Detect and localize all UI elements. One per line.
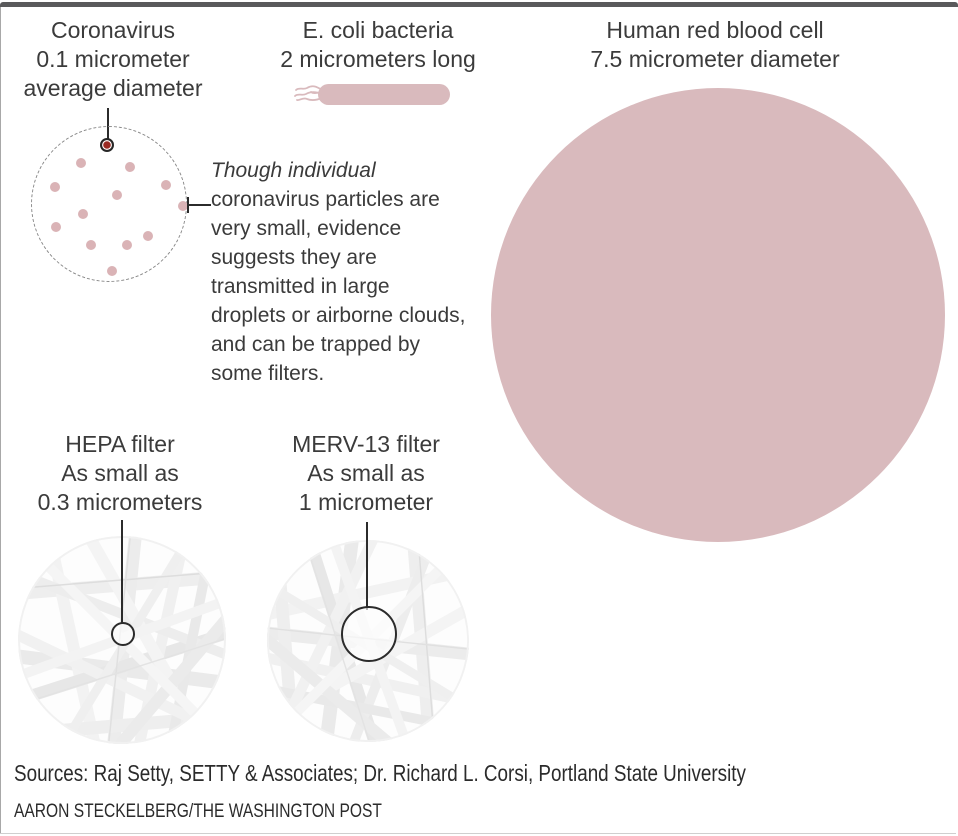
card-top-border (0, 2, 958, 7)
credit-line: AARON STECKELBERG/THE WASHINGTON POST (14, 801, 382, 822)
ecoli-title: E. coli bacteria 2 micrometers long (258, 16, 498, 74)
coronavirus-title-line: 0.1 micrometer (36, 46, 190, 72)
hepa-pointer-line (121, 520, 123, 624)
merv-title-line: As small as (307, 460, 425, 486)
virus-particle-dot (125, 162, 135, 172)
annotation-connector-line (188, 204, 211, 206)
hepa-pore-size-circle (111, 622, 135, 646)
merv-pointer-line (366, 522, 368, 610)
hepa-title-line: 0.3 micrometers (37, 489, 203, 515)
merv-title-line: 1 micrometer (298, 489, 434, 515)
hepa-title: HEPA filter As small as 0.3 micrometers (10, 430, 230, 517)
merv-title-line: MERV-13 filter (292, 431, 440, 457)
annotation-line: and can be trapped by (211, 333, 420, 356)
rbc-title-line: 7.5 micrometer diameter (590, 46, 840, 72)
annotation-line: transmitted in large (211, 275, 390, 298)
ecoli-title-line: E. coli bacteria (302, 17, 454, 43)
coronavirus-title: Coronavirus 0.1 micrometer average diame… (3, 16, 223, 103)
annotation-line: droplets or airborne clouds, (211, 304, 466, 327)
coronavirus-title-line: Coronavirus (51, 17, 175, 43)
virus-particle-dot (76, 158, 86, 168)
virus-particle-dot (143, 231, 153, 241)
virus-particle-dot (86, 240, 96, 250)
card-left-border (0, 7, 1, 833)
virus-particle-dot (178, 201, 188, 211)
coronavirus-pointer-line (107, 108, 109, 141)
annotation-lead: Though individual (211, 159, 376, 182)
rbc-title-line: Human red blood cell (606, 17, 824, 43)
annotation-text: Though individual coronavirus particles … (211, 156, 465, 388)
virus-particle-dot (78, 209, 88, 219)
annotation-line: very small, evidence (211, 217, 402, 240)
virus-particle-dot (161, 180, 171, 190)
hepa-title-line: HEPA filter (65, 431, 175, 457)
virus-particle-dot (122, 240, 132, 250)
card-bottom-border (0, 833, 956, 834)
coronavirus-title-line: average diameter (23, 75, 203, 101)
sources-line: Sources: Raj Setty, SETTY & Associates; … (14, 760, 746, 786)
virus-particle-dot (112, 190, 122, 200)
virus-particle-dot (50, 182, 60, 192)
rbc-title: Human red blood cell 7.5 micrometer diam… (535, 16, 895, 74)
ecoli-title-line: 2 micrometers long (280, 46, 476, 72)
annotation-line: coronavirus particles are (211, 188, 440, 211)
virus-particle-dot (51, 222, 61, 232)
coronavirus-particle-marker (100, 138, 114, 152)
annotation-line: some filters. (211, 362, 325, 385)
hepa-title-line: As small as (61, 460, 179, 486)
red-blood-cell-shape (491, 88, 945, 542)
virus-particle-dot (107, 266, 117, 276)
annotation-line: suggests they are (211, 246, 377, 269)
merv-pore-size-circle (341, 606, 397, 662)
ecoli-bacterium-shape (318, 84, 450, 105)
merv-title: MERV-13 filter As small as 1 micrometer (256, 430, 476, 517)
